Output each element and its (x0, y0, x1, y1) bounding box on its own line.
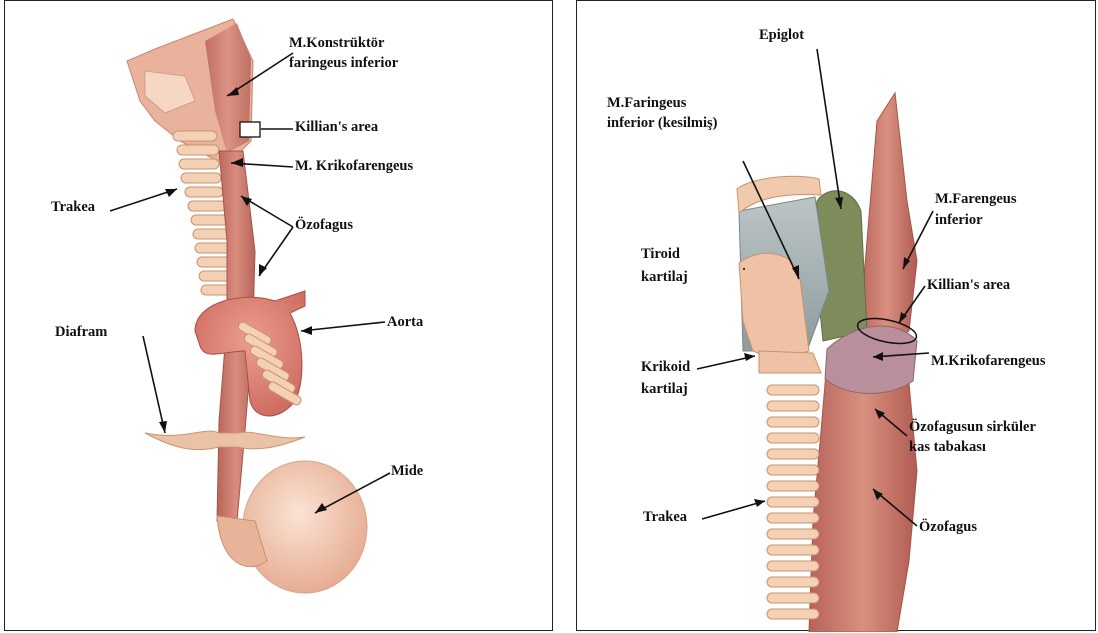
label-krikoid-line2: kartilaj (641, 381, 688, 398)
label-faringeus-kesilmis-line2: inferior (kesilmiş) (607, 115, 717, 132)
label-faringeus-kesilmis-line1: M.Faringeus (607, 95, 686, 112)
label-ozofagus: Özofagus (295, 217, 353, 234)
left-anatomy-illustration (5, 1, 554, 632)
label-mide: Mide (391, 463, 423, 480)
label-farengeus-inferior-line1: M.Farengeus (935, 191, 1017, 208)
label-killian-area: Killian's area (927, 277, 1010, 294)
label-konstruktor-line1: M.Konstrüktör (289, 35, 384, 52)
label-aorta: Aorta (387, 314, 423, 331)
diaphragm-shape (145, 431, 305, 450)
label-krikofarengeus: M.Krikofarengeus (931, 353, 1046, 370)
label-sirkuler-line2: kas tabakası (909, 439, 986, 456)
label-epiglot: Epiglot (759, 27, 804, 44)
right-anatomy-panel: Epiglot M.Faringeus inferior (kesilmiş) … (576, 0, 1096, 631)
label-tiroid-line2: kartilaj (641, 269, 688, 286)
label-krikoid-line1: Krikoid (641, 359, 690, 376)
label-tiroid-line1: Tiroid (641, 246, 680, 263)
label-trakea: Trakea (51, 199, 95, 216)
label-sirkuler-line1: Özofagusun sirküler (909, 419, 1036, 436)
label-diafram: Diafram (55, 324, 107, 341)
label-trakea: Trakea (643, 509, 687, 526)
label-killian-area: Killian's area (295, 119, 378, 136)
trachea-rings (767, 385, 819, 619)
stomach-shape (243, 461, 367, 593)
label-farengeus-inferior-line2: inferior (935, 212, 983, 229)
cricoid-cartilage (759, 351, 821, 373)
left-anatomy-panel: M.Konstrüktör faringeus inferior Killian… (4, 0, 553, 631)
label-ozofagus: Özofagus (919, 519, 977, 536)
esophagus-shape (809, 361, 917, 632)
killian-area-box (240, 122, 260, 137)
label-krikofarengeus: M. Krikofarengeus (295, 158, 413, 175)
label-konstruktor-line2: faringeus inferior (289, 55, 398, 72)
